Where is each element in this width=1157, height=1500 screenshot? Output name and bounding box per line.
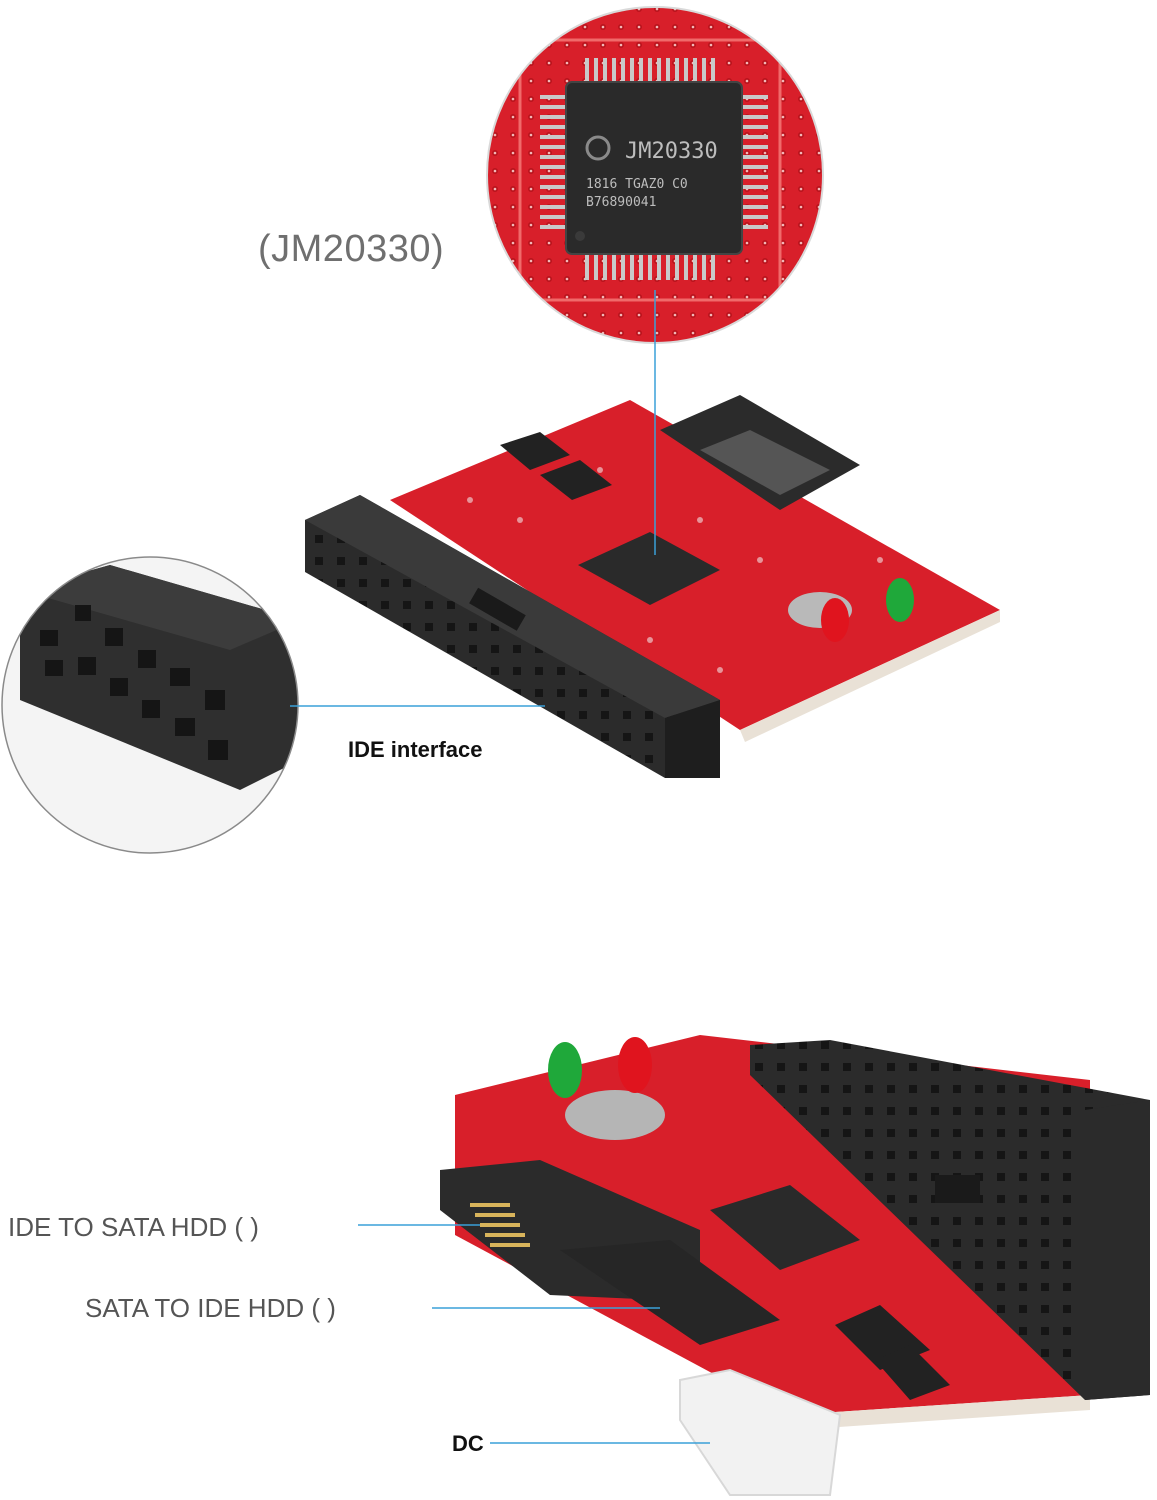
chip-marking-batch: 1816 TGAZ0 C0 — [586, 177, 688, 192]
chip-zoom-circle: JM20330 1816 TGAZ0 C0 B76890041 — [486, 6, 824, 344]
adapter-board-bottom — [440, 1035, 1150, 1496]
chip-marking-serial: B76890041 — [586, 195, 656, 210]
chip-model-label: (JM20330) — [258, 228, 445, 270]
ide-connector-zoom-circle — [1, 556, 299, 854]
sata-to-ide-label: SATA TO IDE HDD ( ) — [85, 1293, 336, 1323]
dc-label: DC — [452, 1431, 484, 1456]
chip-marking-model: JM20330 — [625, 139, 718, 164]
adapter-board-top — [305, 395, 1000, 778]
ide-interface-label: IDE interface — [348, 737, 483, 762]
ide-to-sata-label: IDE TO SATA HDD ( ) — [8, 1212, 259, 1242]
callout-lines — [290, 290, 710, 1444]
